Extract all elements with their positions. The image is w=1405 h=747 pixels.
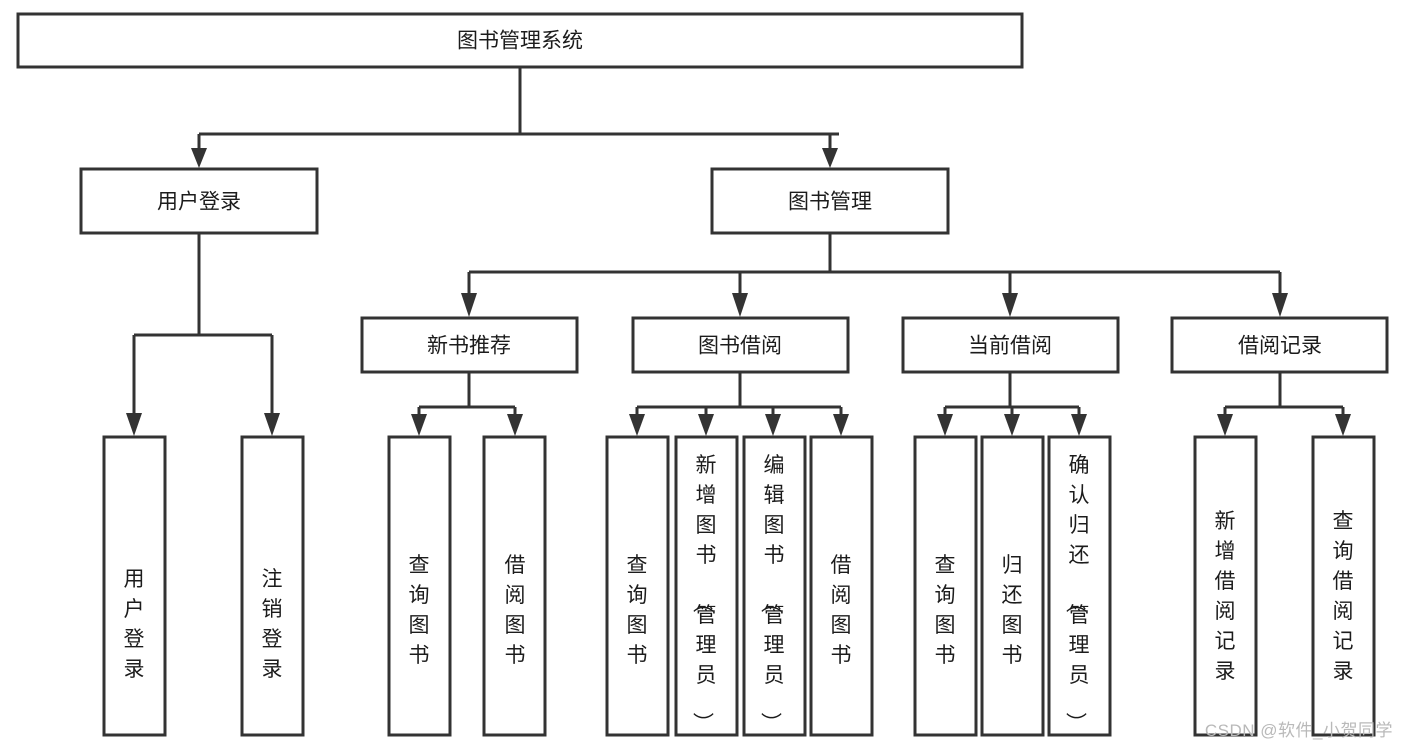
arrow-userlogin-to-leaf1 [126, 413, 142, 436]
node-root-label: 图书管理系统 [457, 30, 583, 53]
node-leaf-add-book-admin-label: 新增图书（管理员） [691, 454, 717, 733]
node-leaf-add-borrow-record[interactable]: 新增借阅记录 [1193, 435, 1258, 737]
node-new-book-recommend-box[interactable] [360, 316, 579, 374]
node-current-borrow-label: 当前借阅 [968, 335, 1052, 358]
arrow-newbook-to-leaf2 [507, 414, 523, 436]
arrow-borrowrecord-to-leaf2 [1335, 414, 1351, 436]
arrow-userlogin-to-leaf2 [264, 413, 280, 436]
arrow-currentborrow-to-leaf1 [937, 414, 953, 436]
node-leaf-add-borrow-record-box[interactable] [1193, 435, 1258, 737]
csdn-watermark: CSDN @软件_小贺同学 [1204, 721, 1393, 740]
arrow-bookborrow-to-leaf1 [629, 414, 645, 436]
node-leaf-query-book-borrow-box[interactable] [605, 435, 670, 737]
node-leaf-logout[interactable]: 注销登录 [240, 435, 305, 737]
node-leaf-user-login[interactable]: 用户登录 [102, 435, 167, 737]
node-leaf-borrow-book[interactable]: 借阅图书 [809, 435, 874, 737]
node-book-borrow-box[interactable] [631, 316, 850, 374]
node-root[interactable]: 图书管理系统 [16, 12, 1024, 69]
node-new-book-recommend-label: 新书推荐 [427, 335, 511, 358]
node-leaf-borrow-book-new-box[interactable] [482, 435, 547, 737]
node-leaf-confirm-return-admin[interactable]: 确认归还（管理员） [1047, 435, 1112, 737]
node-leaf-logout-box[interactable] [240, 435, 305, 737]
node-root-box[interactable] [16, 12, 1024, 69]
arrow-bookmgmt-to-current-borrow [1002, 293, 1018, 317]
node-leaf-user-login-label: 用户登录 [124, 568, 145, 681]
node-leaf-edit-book-admin-box[interactable] [742, 435, 807, 737]
node-leaf-query-book-current-label: 查询图书 [935, 554, 956, 667]
node-book-management-box[interactable] [710, 167, 950, 235]
arrow-root-to-book-management [822, 148, 838, 168]
arrow-currentborrow-to-leaf3 [1071, 414, 1087, 436]
node-leaf-query-book-current-box[interactable] [913, 435, 978, 737]
node-leaf-user-login-box[interactable] [102, 435, 167, 737]
node-new-book-recommend[interactable]: 新书推荐 [360, 316, 579, 374]
node-borrow-record-box[interactable] [1170, 316, 1389, 374]
node-leaf-add-book-admin-box[interactable] [674, 435, 739, 737]
leaf-nodes-layer: 用户登录 注销登录 查询图书 借阅图书 查询图书 新增图书（管理员） [102, 435, 1376, 737]
node-leaf-return-book[interactable]: 归还图书 [980, 435, 1045, 737]
node-user-login-label: 用户登录 [157, 191, 241, 214]
node-leaf-return-book-label: 归还图书 [1002, 554, 1023, 667]
node-leaf-borrow-book-box[interactable] [809, 435, 874, 737]
node-leaf-edit-book-admin-label: 编辑图书（管理员） [759, 454, 785, 733]
node-book-management[interactable]: 图书管理 [710, 167, 950, 235]
node-leaf-query-book-new[interactable]: 查询图书 [387, 435, 452, 737]
node-leaf-logout-label: 注销登录 [262, 568, 283, 681]
node-leaf-query-book-current[interactable]: 查询图书 [913, 435, 978, 737]
node-current-borrow-box[interactable] [901, 316, 1120, 374]
connector-layer [126, 67, 1351, 436]
node-leaf-query-book-new-box[interactable] [387, 435, 452, 737]
node-borrow-record[interactable]: 借阅记录 [1170, 316, 1389, 374]
node-leaf-borrow-book-new-label: 借阅图书 [505, 554, 526, 667]
node-user-login[interactable]: 用户登录 [79, 167, 319, 235]
node-book-borrow[interactable]: 图书借阅 [631, 316, 850, 374]
node-leaf-confirm-return-admin-label: 确认归还（管理员） [1064, 454, 1090, 733]
node-leaf-query-book-borrow-label: 查询图书 [627, 554, 648, 667]
arrow-borrowrecord-to-leaf1 [1217, 414, 1233, 436]
node-leaf-borrow-book-new[interactable]: 借阅图书 [482, 435, 547, 737]
arrow-root-to-user-login [191, 148, 207, 168]
node-leaf-query-borrow-record[interactable]: 查询借阅记录 [1311, 435, 1376, 737]
node-current-borrow[interactable]: 当前借阅 [901, 316, 1120, 374]
node-book-management-label: 图书管理 [788, 191, 872, 214]
node-leaf-add-book-admin[interactable]: 新增图书（管理员） [674, 435, 739, 737]
node-leaf-query-borrow-record-box[interactable] [1311, 435, 1376, 737]
node-leaf-borrow-book-label: 借阅图书 [831, 554, 852, 667]
node-leaf-confirm-return-admin-box[interactable] [1047, 435, 1112, 737]
node-leaf-query-book-borrow[interactable]: 查询图书 [605, 435, 670, 737]
node-leaf-query-book-new-label: 查询图书 [409, 554, 430, 667]
node-leaf-return-book-box[interactable] [980, 435, 1045, 737]
node-book-borrow-label: 图书借阅 [698, 335, 782, 358]
arrow-bookmgmt-to-book-borrow [732, 293, 748, 317]
arrow-bookborrow-to-leaf3 [765, 414, 781, 436]
node-leaf-add-borrow-record-label: 新增借阅记录 [1215, 510, 1236, 683]
node-borrow-record-label: 借阅记录 [1238, 335, 1322, 358]
arrow-bookborrow-to-leaf2 [698, 414, 714, 436]
node-leaf-query-borrow-record-label: 查询借阅记录 [1333, 510, 1354, 683]
arrow-bookmgmt-to-new-book [461, 293, 477, 317]
arrow-newbook-to-leaf1 [411, 414, 427, 436]
node-leaf-edit-book-admin[interactable]: 编辑图书（管理员） [742, 435, 807, 737]
node-user-login-box[interactable] [79, 167, 319, 235]
arrow-bookborrow-to-leaf4 [833, 414, 849, 436]
arrow-bookmgmt-to-borrow-record [1272, 293, 1288, 317]
arrow-currentborrow-to-leaf2 [1004, 414, 1020, 436]
